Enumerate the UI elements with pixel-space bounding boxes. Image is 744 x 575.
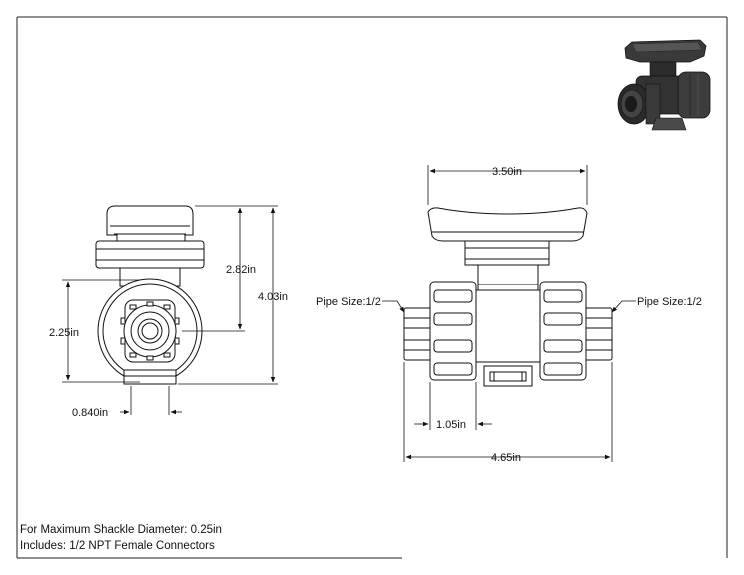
front-dimensions — [62, 205, 278, 415]
dim-total-width: 4.65in — [491, 452, 521, 464]
side-dimensions — [382, 165, 636, 462]
dim-total-height: 4.03in — [258, 291, 288, 303]
callout-pipe-right: Pipe Size:1/2 — [637, 296, 702, 308]
note-connectors: Includes: 1/2 NPT Female Connectors — [20, 540, 215, 552]
valve-iso-thumbnail — [617, 39, 711, 131]
dim-body-height: 2.25in — [49, 327, 79, 339]
dim-handle-height: 2.82in — [226, 264, 256, 276]
dim-top-width: 3.50in — [492, 166, 522, 178]
note-shackle-diameter: For Maximum Shackle Diameter: 0.25in — [20, 524, 222, 536]
callout-pipe-left: Pipe Size:1/2 — [316, 296, 381, 308]
front-view — [95, 205, 205, 385]
side-view — [403, 207, 613, 387]
drawing-border — [16, 16, 728, 559]
dim-offset: 0.840in — [72, 407, 108, 419]
dim-inner-span: 1.05in — [436, 419, 466, 431]
